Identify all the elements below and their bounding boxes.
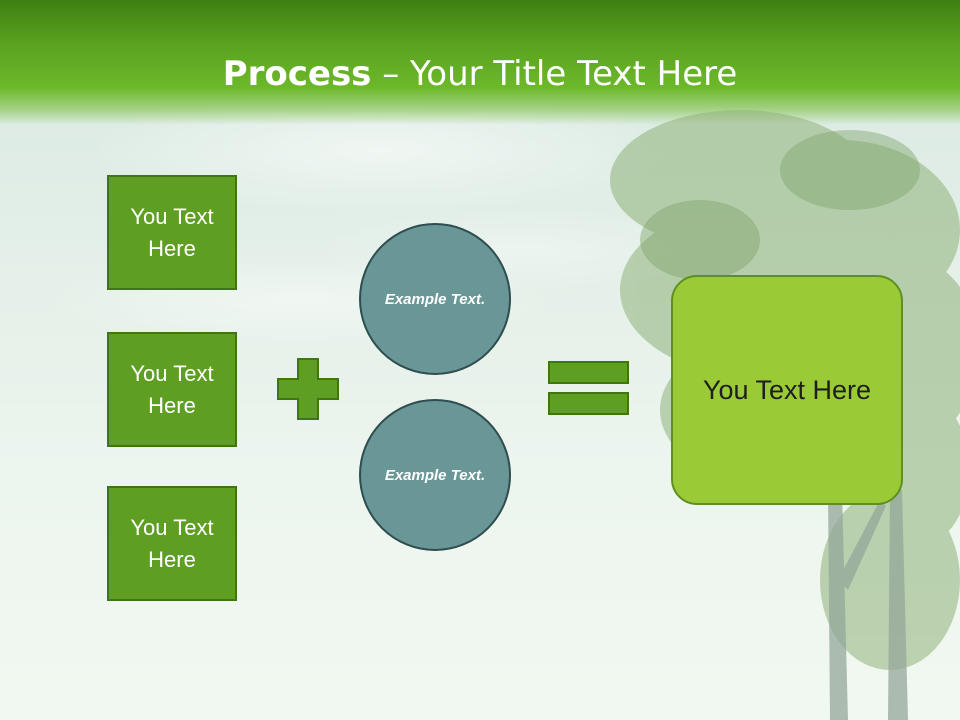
slide-title: Process – Your Title Text Here [0, 52, 960, 96]
text-box-1: You Text Here [107, 175, 237, 290]
text-box-3: You Text Here [107, 486, 237, 601]
example-circle-2: Example Text. [359, 399, 511, 551]
title-bold: Process [222, 54, 372, 94]
title-rest: – Your Title Text Here [371, 54, 738, 94]
equals-icon [548, 361, 629, 415]
title-bar [0, 0, 960, 125]
plus-icon [277, 358, 339, 420]
result-box: You Text Here [671, 275, 903, 505]
example-circle-1: Example Text. [359, 223, 511, 375]
text-box-2: You Text Here [107, 332, 237, 447]
